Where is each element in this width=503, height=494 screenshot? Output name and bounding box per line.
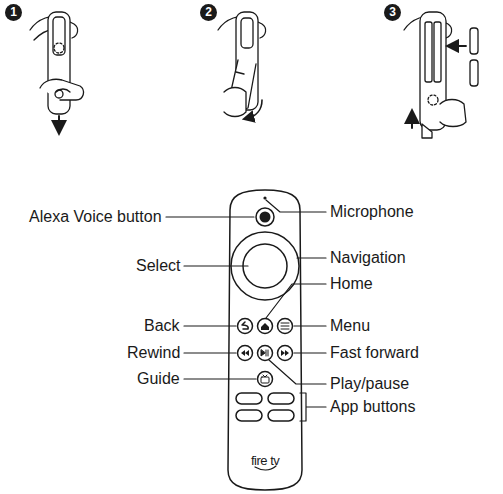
part-label: Guide <box>137 370 180 388</box>
step-two-figure <box>218 12 266 118</box>
part-label: Rewind <box>127 344 180 362</box>
part-label: Navigation <box>330 249 406 267</box>
part-label: Microphone <box>330 203 414 221</box>
remote-body <box>228 190 302 490</box>
part-label: Back <box>144 317 180 335</box>
callout-number: 1 <box>5 4 22 21</box>
part-label: Fast forward <box>330 344 419 362</box>
part-label: Play/pause <box>330 375 409 393</box>
step-three-figure <box>404 12 478 138</box>
step-one-figure <box>30 12 83 128</box>
callout-number: 3 <box>384 4 401 21</box>
leader-lines <box>166 200 326 421</box>
part-label: Alexa Voice button <box>29 208 162 226</box>
part-label: Menu <box>330 317 370 335</box>
part-label: Home <box>330 275 373 293</box>
part-label: App buttons <box>330 398 415 416</box>
brand-logo: fire tv <box>251 453 279 468</box>
callout-number: 2 <box>200 4 217 21</box>
part-label: Select <box>136 257 180 275</box>
